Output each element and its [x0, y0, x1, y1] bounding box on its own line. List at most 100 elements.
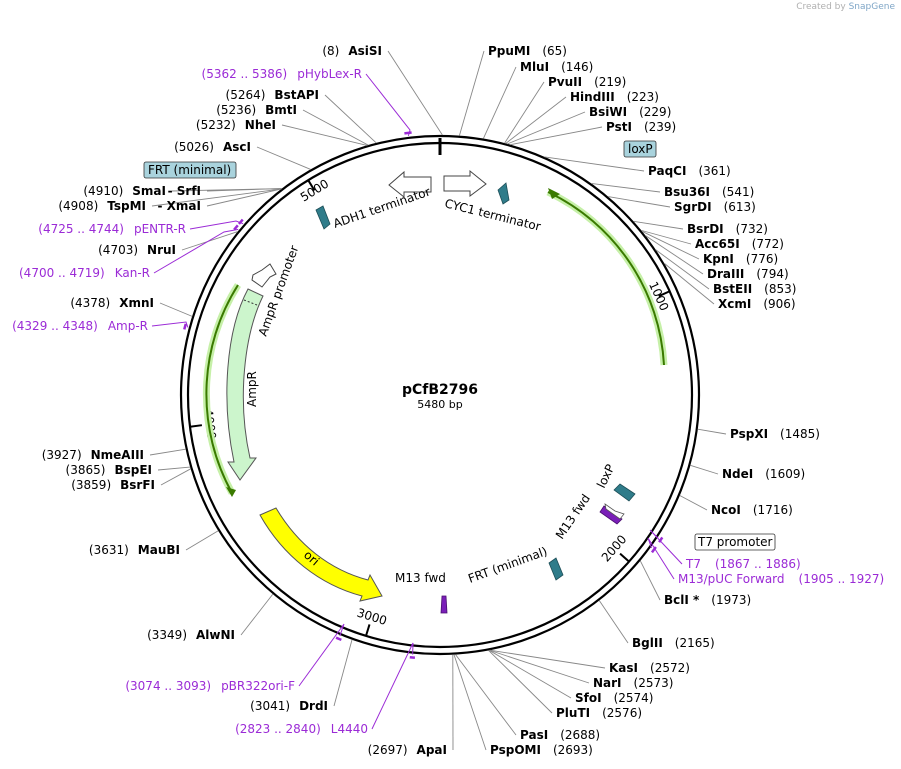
enzyme-name: PaqCI [648, 164, 686, 178]
orf-1-arrow [546, 188, 668, 366]
enzyme-position: (5236) [216, 103, 256, 117]
enzyme-site[interactable]: SgrDI(613) [674, 200, 756, 214]
enzyme-name: - SrfI [168, 184, 201, 198]
enzyme-site[interactable]: NruI(4703) [98, 243, 176, 257]
enzyme-name: PstI [606, 120, 632, 134]
leader-line [206, 188, 282, 207]
enzyme-site[interactable]: Acc65I(772) [695, 237, 784, 251]
enzyme-site[interactable]: DrdI(3041) [250, 699, 328, 713]
enzyme-name: BsiWI [589, 105, 627, 119]
enzyme-site[interactable]: SmaI(4910) [83, 184, 166, 198]
enzyme-site[interactable]: BspEI (3865) [66, 463, 152, 477]
enzyme-name: Acc65I [695, 237, 740, 251]
enzyme-site[interactable]: XmnI(4378) [70, 296, 154, 310]
enzyme-name: PasI [520, 728, 548, 742]
enzyme-site[interactable]: ApaI(2697) [368, 743, 447, 757]
enzyme-site[interactable]: BstEII(853) [713, 282, 796, 296]
enzyme-site[interactable]: NdeI(1609) [722, 467, 805, 481]
primer-site[interactable]: Kan-R(4700 .. 4719) [19, 224, 239, 280]
orf-2-arrow [202, 283, 241, 497]
enzyme-position: (906) [763, 297, 795, 311]
enzyme-site[interactable]: BmtI (5236) [216, 103, 297, 117]
enzyme-name: NheI [245, 118, 276, 132]
cyc1-terminator-arrow [443, 169, 487, 197]
enzyme-position: (5264) [226, 88, 266, 102]
primer-leader [649, 529, 683, 565]
enzyme-site[interactable]: BsiWI(229) [589, 105, 671, 119]
enzyme-position: (3041) [250, 699, 290, 713]
leader-line [639, 560, 661, 601]
enzyme-name: PluTI [556, 706, 590, 720]
enzyme-name: DraIII [707, 267, 744, 281]
leader-line [489, 649, 606, 669]
enzyme-site[interactable]: PvuII(219) [548, 75, 626, 89]
enzyme-site[interactable]: HindIII(223) [570, 90, 659, 104]
box-loxp-label: loxP [628, 142, 653, 156]
primer-site[interactable]: pBR322ori-F(3074 .. 3093) [125, 623, 345, 693]
leader-line [149, 448, 186, 456]
enzyme-site[interactable]: AsiSI(8) [322, 44, 382, 58]
enzyme-site[interactable]: PstI(239) [606, 120, 676, 134]
enzyme-site[interactable]: AscI(5026) [174, 140, 251, 154]
enzyme-position: (2693) [553, 743, 593, 757]
enzyme-site[interactable]: NheI(5232) [196, 118, 276, 132]
credit-brand: SnapGene [848, 2, 895, 12]
enzyme-site[interactable]: PluTI(2576) [556, 706, 642, 720]
primer-site[interactable]: Amp-R(4329 .. 4348) [12, 319, 189, 333]
leader-line [160, 468, 191, 486]
leader-line [455, 654, 517, 736]
enzyme-position: (223) [627, 90, 659, 104]
enzyme-site[interactable]: PaqCI(361) [648, 164, 731, 178]
leader-line [324, 94, 377, 144]
tick-mark [307, 179, 316, 191]
leader-line [690, 464, 719, 475]
enzyme-site[interactable]: DraIII (794) [707, 267, 789, 281]
primer-leader [153, 228, 239, 274]
enzyme-site[interactable]: - SrfI [168, 184, 201, 198]
enzyme-site[interactable]: SfoI(2574) [575, 691, 653, 705]
primer-bar [233, 224, 239, 231]
enzyme-site[interactable]: MluI(146) [520, 60, 593, 74]
enzyme-site[interactable]: BglII(2165) [632, 636, 715, 650]
primer-site[interactable]: L4440(2823 .. 2840) [235, 642, 416, 736]
enzyme-site[interactable]: KpnI(776) [703, 252, 778, 266]
enzyme-site[interactable]: PspOMI(2693) [490, 743, 593, 757]
enzyme-site[interactable]: NcoI(1716) [711, 503, 793, 517]
enzyme-name: BmtI [265, 103, 297, 117]
enzyme-site[interactable]: PasI(2688) [520, 728, 600, 742]
enzyme-site[interactable]: TspMI(4908) [58, 199, 146, 213]
enzyme-site[interactable]: MauBI(3631) [89, 543, 180, 557]
feature-label-frt: FRT (minimal) [466, 544, 549, 586]
enzyme-name: BspEI [114, 463, 152, 477]
box-t7-promoter: T7 promoter [694, 533, 776, 551]
enzyme-position: (794) [756, 267, 788, 281]
primer-site[interactable]: pHybLex-R(5362 .. 5386) [202, 67, 412, 137]
enzyme-position: (2165) [675, 636, 715, 650]
enzyme-site[interactable]: BstAPI(5264) [226, 88, 319, 102]
enzyme-position: (3865) [66, 463, 106, 477]
primer-range: (1905 .. 1927) [799, 572, 885, 586]
enzyme-name: AlwNI [196, 628, 235, 642]
leader-line [655, 249, 710, 290]
enzyme-site[interactable]: AlwNI(3349) [147, 628, 235, 642]
plasmid-size: 5480 bp [417, 398, 462, 411]
primer-site[interactable]: pENTR-R(4725 .. 4744) [38, 218, 244, 236]
enzyme-site[interactable]: BsrDI(732) [687, 222, 768, 236]
credit-prefix: Created by [796, 2, 846, 12]
enzyme-site[interactable]: Bsu36I(541) [664, 185, 754, 199]
ampr-promoter-arrow [251, 263, 277, 288]
enzyme-site[interactable]: XcmI(906) [718, 297, 796, 311]
enzyme-site[interactable]: - XmaI [158, 199, 201, 213]
leader-line [697, 428, 727, 435]
enzyme-site[interactable]: NmeAIII(3927) [42, 448, 144, 462]
enzyme-site[interactable]: BclI *(1973) [664, 593, 751, 607]
enzyme-site[interactable]: KasI(2572) [609, 661, 690, 675]
primer-site[interactable]: M13/pUC Forward(1905 .. 1927) [647, 537, 885, 586]
leader-line [663, 262, 715, 305]
enzyme-site[interactable]: PpuMI(65) [488, 44, 567, 58]
enzyme-site[interactable]: BsrFI(3859) [71, 478, 155, 492]
enzyme-site[interactable]: NarI(2573) [593, 676, 673, 690]
enzyme-site[interactable]: PspXI(1485) [730, 427, 820, 441]
enzyme-name: AscI [223, 140, 251, 154]
primer-site[interactable]: T7(1867 .. 1886) [649, 529, 801, 571]
